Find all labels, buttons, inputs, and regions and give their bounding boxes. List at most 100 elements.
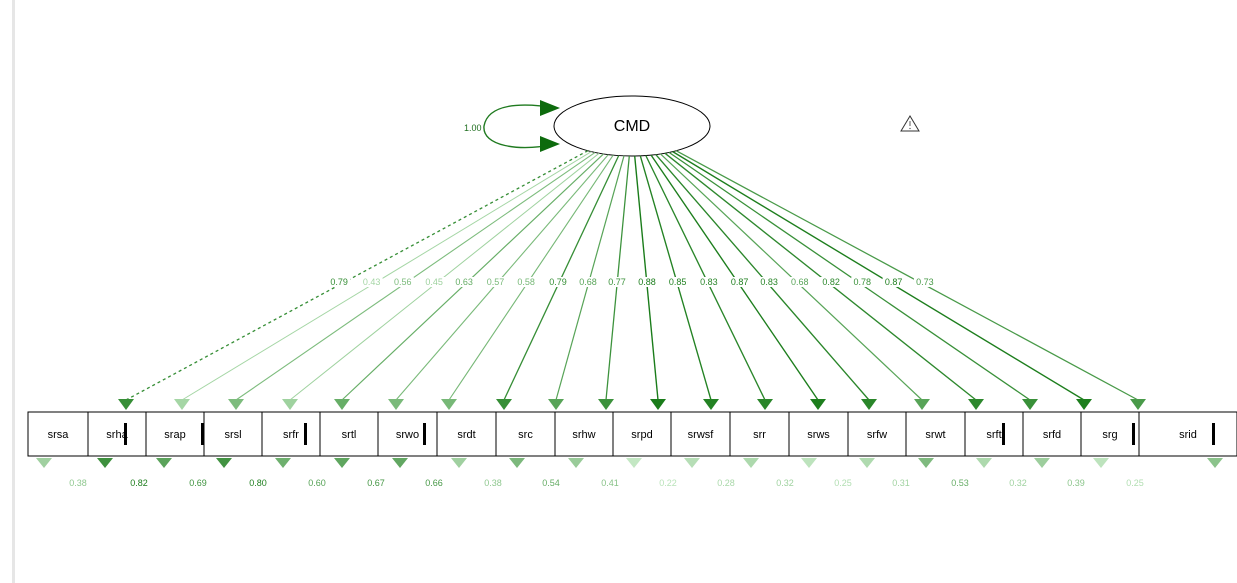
loading-path — [664, 152, 977, 401]
loading-label-bg — [666, 277, 689, 287]
loading-arrowhead — [861, 399, 877, 410]
loading-arrowhead — [810, 399, 826, 410]
indicator-box — [670, 411, 731, 457]
residual-label: 0.80 — [249, 478, 267, 488]
indicator-label: src — [518, 429, 533, 441]
loading-label: 0.73 — [916, 277, 934, 287]
residual-label: 0.22 — [659, 478, 677, 488]
loading-label-bg — [423, 277, 446, 287]
loading-arrowhead — [650, 399, 666, 410]
residual-label: 0.28 — [717, 478, 735, 488]
indicator-box — [612, 411, 672, 457]
residual-label: 0.69 — [189, 478, 207, 488]
left-border — [12, 0, 15, 583]
indicator-label: srsl — [224, 429, 241, 441]
residual-arrowhead — [918, 458, 934, 468]
indicator-box — [261, 411, 321, 457]
loading-arrowhead — [968, 399, 984, 410]
loading-label: 0.78 — [854, 277, 872, 287]
loading-arrowhead — [703, 399, 719, 410]
residual-arrowhead — [334, 458, 350, 468]
loading-label: 0.79 — [549, 277, 567, 287]
residual-arrowhead — [36, 458, 52, 468]
latent-node-label: CMD — [614, 118, 650, 135]
loading-label: 0.82 — [822, 277, 840, 287]
indicator-label: srsa — [48, 429, 70, 441]
indicator-label: srfd — [1043, 429, 1061, 441]
loading-path — [181, 151, 592, 401]
indicator-box — [729, 411, 790, 457]
loading-label-bg — [360, 277, 383, 287]
loading-label: 0.63 — [455, 277, 473, 287]
indicator-label: srg — [1102, 429, 1117, 441]
text-cursor-mark — [201, 423, 204, 445]
loading-label-bg — [851, 277, 874, 287]
loading-label-bg — [484, 277, 507, 287]
indicator-label: srdt — [457, 429, 475, 441]
residual-label: 0.38 — [69, 478, 87, 488]
indicator-label: srap — [164, 429, 185, 441]
text-cursor-mark — [1002, 423, 1005, 445]
loading-path — [660, 153, 923, 401]
loading-label: 0.56 — [394, 277, 412, 287]
residual-label: 0.60 — [308, 478, 326, 488]
indicator-label: srfw — [867, 429, 887, 441]
residual-label: 0.54 — [542, 478, 560, 488]
latent-variance-label: 1.00 — [464, 123, 482, 133]
loading-label-bg — [453, 277, 476, 287]
indicator-box — [145, 411, 205, 457]
loading-label: 0.87 — [885, 277, 903, 287]
indicator-label: srwo — [396, 429, 419, 441]
residual-label: 0.38 — [484, 478, 502, 488]
indicator-label: srfr — [283, 429, 299, 441]
loading-path — [341, 153, 604, 401]
loading-arrowhead — [441, 399, 457, 410]
indicator-label: srtl — [342, 429, 357, 441]
indicator-label: srws — [807, 429, 830, 441]
loading-label-bg — [577, 277, 599, 287]
loading-label: 0.85 — [669, 277, 687, 287]
residual-arrowhead — [156, 458, 172, 468]
residual-label: 0.66 — [425, 478, 443, 488]
indicator-box — [847, 411, 907, 457]
residual-label: 0.67 — [367, 478, 385, 488]
loading-arrowhead — [548, 399, 564, 410]
loading-path — [125, 150, 589, 401]
residual-arrowhead — [801, 458, 817, 468]
loading-label: 0.68 — [579, 277, 597, 287]
loading-path — [235, 151, 596, 401]
indicator-box — [319, 411, 379, 457]
residual-arrowhead — [859, 458, 875, 468]
residual-label: 0.39 — [1067, 478, 1085, 488]
loading-label: 0.68 — [791, 277, 809, 287]
residual-arrowhead — [1093, 458, 1109, 468]
residual-label: 0.32 — [776, 478, 794, 488]
loading-label: 0.57 — [487, 277, 505, 287]
loading-label-bg — [636, 277, 658, 287]
residual-arrowhead — [976, 458, 992, 468]
indicator-label: srwsf — [688, 429, 715, 441]
indicator-box — [87, 411, 147, 457]
indicator-box — [905, 411, 966, 457]
residual-label: 0.41 — [601, 478, 619, 488]
loading-arrowhead — [598, 399, 614, 410]
loading-arrowhead — [228, 399, 244, 410]
loading-label-bg — [788, 277, 811, 287]
loading-label: 0.43 — [363, 277, 381, 287]
indicator-label: srft — [986, 429, 1001, 441]
variance-arrowhead-bottom — [540, 136, 560, 152]
residual-arrowhead — [392, 458, 408, 468]
text-cursor-mark — [1132, 423, 1135, 445]
loading-arrowhead — [388, 399, 404, 410]
loading-label: 0.45 — [425, 277, 443, 287]
residual-arrowhead — [509, 458, 525, 468]
indicator-label: srid — [1179, 429, 1197, 441]
loading-label: 0.83 — [760, 277, 778, 287]
loading-arrowhead — [174, 399, 190, 410]
indicator-box — [1138, 411, 1237, 457]
loading-path — [672, 151, 1085, 401]
indicator-label: srha — [106, 429, 128, 441]
residual-label: 0.32 — [1009, 478, 1027, 488]
indicator-label: srr — [753, 429, 766, 441]
loading-label-bg — [882, 277, 905, 287]
